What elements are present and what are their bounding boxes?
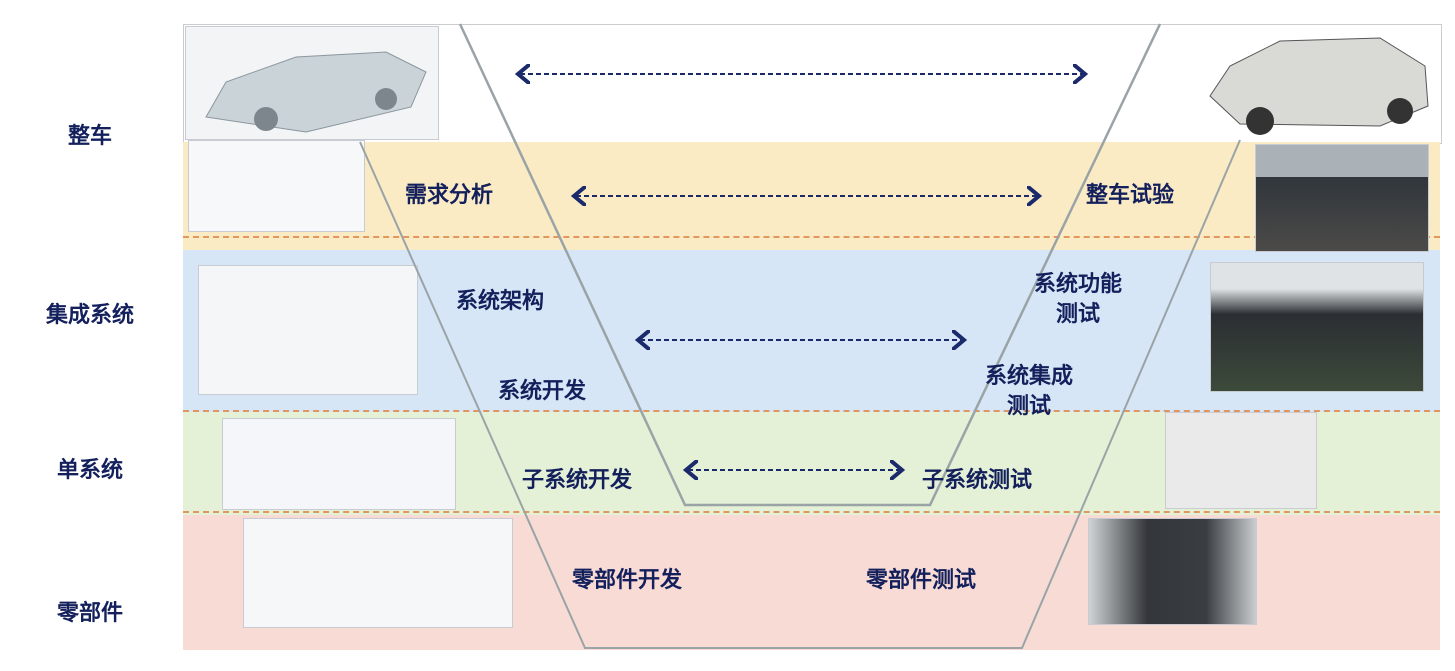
divider-line (183, 236, 1440, 238)
stage-system-integration-test: 系统集成 测试 (985, 364, 1074, 419)
stage-subsystem-test: 子系统测试 (922, 468, 1033, 493)
suv-image (1200, 26, 1438, 138)
requirements-chart-image (188, 140, 365, 232)
level-integrated-system: 集成系统 (45, 303, 134, 328)
outer-v-outline (359, 139, 1241, 649)
subsystem-schematic-image (222, 418, 456, 510)
stage-subsystem-development: 子系统开发 (522, 468, 633, 493)
subsystem-test-rig-photo (1165, 412, 1317, 509)
level-component: 零部件 (56, 601, 123, 626)
level-vehicle: 整车 (67, 124, 112, 149)
stage-vehicle-test: 整车试验 (1086, 183, 1175, 208)
divider-line (183, 511, 1440, 513)
level-single-system: 单系统 (56, 458, 123, 483)
stage-system-architecture: 系统架构 (456, 289, 545, 314)
component-process-image (243, 518, 513, 628)
stage-component-test: 零部件测试 (866, 568, 977, 593)
component-test-rig-photo (1088, 518, 1257, 625)
inner-v-outline (458, 23, 1162, 507)
system-architecture-image (198, 265, 418, 395)
vehicle-frame-image (185, 26, 439, 140)
system-test-rig-photo (1210, 262, 1424, 392)
stage-system-development: 系统开发 (498, 379, 587, 404)
stage-component-development: 零部件开发 (572, 568, 683, 593)
stage-requirements-analysis: 需求分析 (405, 183, 494, 208)
divider-line (183, 410, 1440, 412)
stage-system-function-test: 系统功能 测试 (1034, 272, 1123, 327)
vehicle-test-photo (1255, 144, 1429, 252)
